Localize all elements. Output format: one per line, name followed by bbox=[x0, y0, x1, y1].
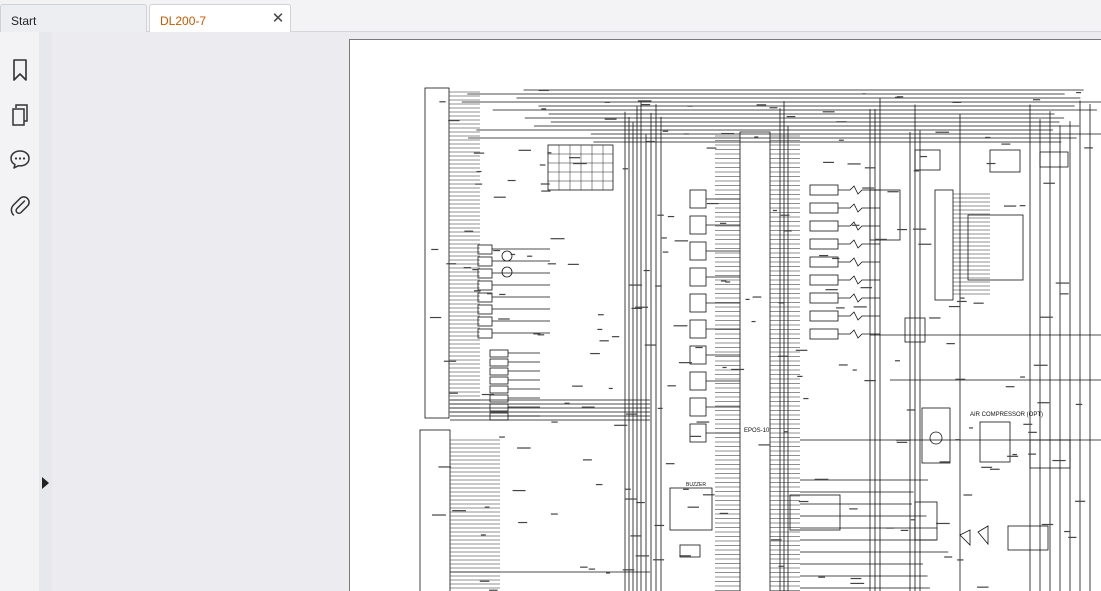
tab-start-label: Start bbox=[11, 14, 37, 28]
pages-icon[interactable] bbox=[9, 103, 31, 127]
tab-start[interactable]: Start bbox=[0, 4, 147, 32]
tab-dl200-7-label: DL200-7 bbox=[160, 14, 207, 28]
comments-icon[interactable] bbox=[9, 147, 31, 171]
document-viewer[interactable]: EPOS-10 AIR COMPRESSOR (OPT) BUZZER bbox=[52, 32, 1101, 591]
attachment-icon[interactable] bbox=[9, 194, 31, 218]
ecu-label: EPOS-10 bbox=[744, 428, 770, 434]
bookmark-icon[interactable] bbox=[9, 58, 31, 82]
expand-panel-arrow-icon[interactable] bbox=[42, 477, 49, 489]
panel-toggle-strip bbox=[39, 32, 52, 591]
tab-dl200-7[interactable]: DL200-7 ✕ bbox=[149, 4, 291, 33]
schematic-page: EPOS-10 AIR COMPRESSOR (OPT) BUZZER bbox=[349, 39, 1101, 591]
close-icon[interactable]: ✕ bbox=[271, 10, 285, 27]
buzzer-label: BUZZER bbox=[686, 482, 706, 488]
air-compressor-label: AIR COMPRESSOR (OPT) bbox=[970, 412, 1043, 418]
navigation-sidebar bbox=[0, 32, 39, 591]
tab-bar: Start DL200-7 ✕ bbox=[0, 0, 1101, 33]
wiring-schematic: EPOS-10 AIR COMPRESSOR (OPT) BUZZER bbox=[419, 87, 1101, 591]
